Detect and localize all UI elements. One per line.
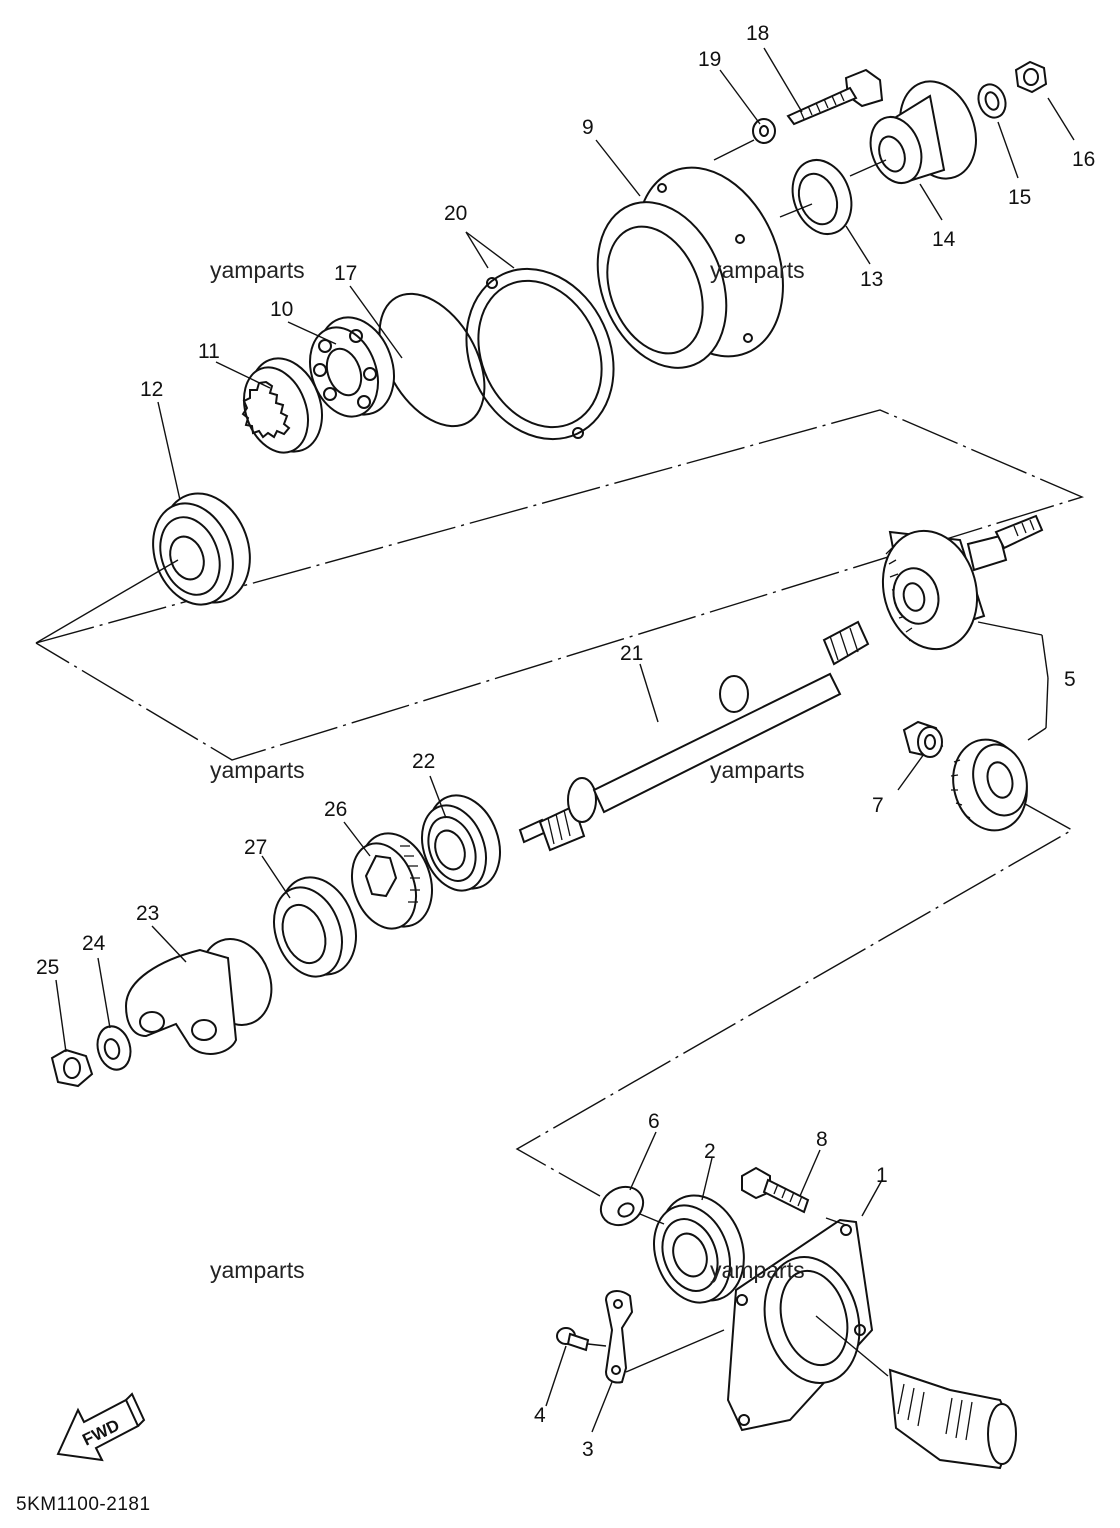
part-9-housing <box>596 166 784 369</box>
watermark-text: yamparts <box>710 757 805 783</box>
assembly-outline-upper <box>35 409 1085 761</box>
part-3-lock-plate <box>604 1290 634 1384</box>
part-label-7: 7 <box>872 794 884 817</box>
part-25-nut <box>50 1048 94 1088</box>
part-label-6: 6 <box>648 1110 660 1133</box>
callout-leaders <box>55 47 1075 1433</box>
part-label-18: 18 <box>746 22 769 45</box>
part-4-screw <box>556 1327 590 1352</box>
watermark-text: yamparts <box>710 257 805 283</box>
part-23-yoke-flange <box>124 938 273 1055</box>
part-24-washer <box>96 1025 132 1071</box>
part-label-14: 14 <box>932 228 956 251</box>
part-label-5: 5 <box>1064 668 1076 691</box>
watermark-text: yamparts <box>210 257 305 283</box>
part-label-8: 8 <box>816 1128 828 1151</box>
part-5-ring-gear <box>881 514 1044 651</box>
part-8-bolt <box>741 1166 810 1214</box>
part-13-oil-seal <box>791 159 853 235</box>
part-18-bolt <box>786 68 884 126</box>
alignment-lines <box>35 139 1049 1377</box>
part-14-coupling <box>869 80 977 184</box>
part-label-12: 12 <box>140 378 163 401</box>
part-10-bearing <box>309 316 395 418</box>
part-label-20: 20 <box>444 202 467 225</box>
part-label-9: 9 <box>582 116 594 139</box>
part-labels: 1 2 3 4 5 6 7 8 9 10 11 12 13 14 15 16 1… <box>36 22 1095 1461</box>
part-label-21: 21 <box>620 642 643 665</box>
fwd-arrow-icon: FWD <box>56 1392 146 1462</box>
part-label-15: 15 <box>1008 186 1031 209</box>
watermark-text: yamparts <box>210 1257 305 1283</box>
part-15-washer <box>977 83 1007 119</box>
part-label-3: 3 <box>582 1438 594 1461</box>
part-22-bearing <box>421 794 501 892</box>
part-label-13: 13 <box>860 268 883 291</box>
part-5-pinion-gear <box>950 738 1028 832</box>
part-label-16: 16 <box>1072 148 1095 171</box>
part-label-1: 1 <box>876 1164 888 1187</box>
part-7-nut <box>902 720 944 758</box>
part-19-washer <box>752 118 776 144</box>
part-20-gasket <box>465 267 615 441</box>
part-11-splined-hub <box>241 357 323 454</box>
part-26-castle-nut <box>351 832 433 930</box>
part-12-bearing <box>152 492 251 606</box>
part-2-bearing <box>653 1194 745 1304</box>
diagram-code: 5KM1100-2181 <box>16 1494 151 1515</box>
part-16-nut <box>1014 60 1048 94</box>
watermark-text: yamparts <box>710 1257 805 1283</box>
part-label-26: 26 <box>324 798 347 821</box>
part-label-2: 2 <box>704 1140 716 1163</box>
part-21-drive-shaft <box>518 620 870 852</box>
part-label-24: 24 <box>82 932 106 955</box>
part-label-19: 19 <box>698 48 721 71</box>
part-label-25: 25 <box>36 956 59 979</box>
part-label-22: 22 <box>412 750 435 773</box>
output-shaft <box>888 1368 1017 1470</box>
part-label-17: 17 <box>334 262 357 285</box>
watermark-text: yamparts <box>210 757 305 783</box>
watermarks: yamparts yamparts yamparts yamparts yamp… <box>210 257 805 1283</box>
part-label-27: 27 <box>244 836 267 859</box>
part-label-10: 10 <box>270 298 293 321</box>
part-label-11: 11 <box>198 340 220 363</box>
part-27-oil-seal <box>273 876 357 978</box>
part-1-bearing-housing <box>726 1218 874 1432</box>
part-label-4: 4 <box>534 1404 546 1427</box>
part-label-23: 23 <box>136 902 159 925</box>
part-6-shim <box>599 1185 645 1227</box>
assembly-outline-lower <box>515 799 1074 1197</box>
